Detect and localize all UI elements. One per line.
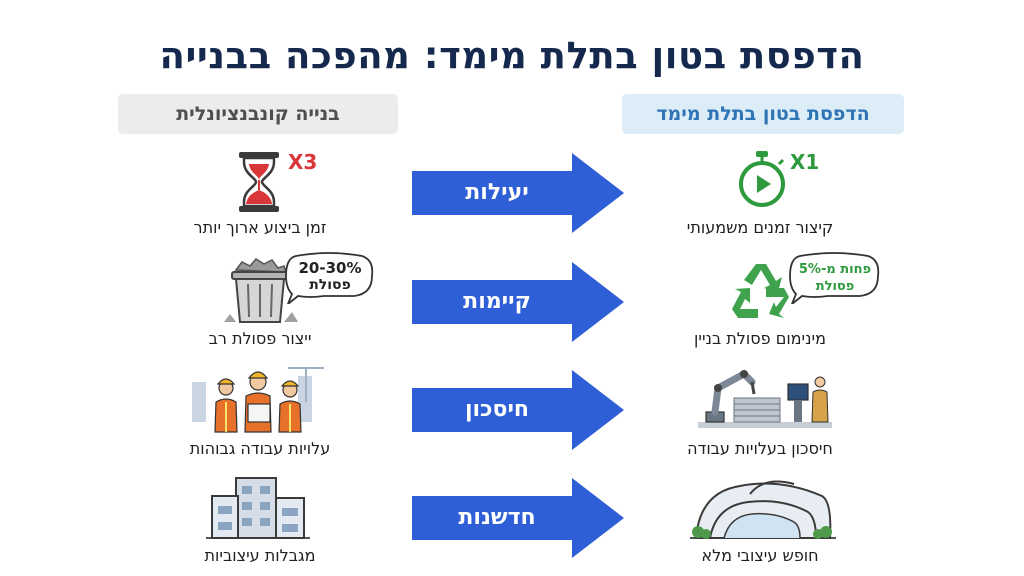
row3-left-label: עלויות עבודה גבוהות: [189, 439, 331, 458]
row1-left-label: זמן ביצוע ארוך יותר: [193, 218, 327, 237]
conventional-header: בנייה קונבנציונלית: [118, 94, 398, 134]
row4-right-label: חופש עיצובי מלא: [701, 546, 819, 565]
left-waste-word: פסולת: [309, 277, 351, 293]
hourglass-icon: [239, 152, 279, 212]
arrow-savings: [412, 370, 624, 450]
category-innovation: חדשנות: [458, 505, 536, 530]
waste-speech-bubble-right: [789, 252, 880, 304]
arrow-efficiency: [412, 153, 624, 233]
robotic-arm-printer-icon: [698, 369, 832, 428]
stopwatch-icon: [739, 151, 785, 207]
time-multiplier-left: X3: [288, 150, 318, 174]
row2-right-label: מינימום פסולת בניין: [694, 329, 826, 348]
row4-left-label: מגבלות עיצוביות: [204, 546, 316, 565]
row2-left-label: ייצור פסולת רב: [208, 329, 312, 348]
arrow-innovation: [412, 478, 624, 558]
waste-speech-bubble-left: [285, 252, 374, 304]
trash-can-icon: [224, 258, 298, 323]
category-savings: חיסכון: [464, 397, 530, 422]
category-sustainability: קיימות: [463, 289, 531, 314]
left-waste-percent: 20-30%: [298, 259, 362, 277]
page-title: הדפסת בטון בתלת מימד: מהפכה בבנייה: [159, 34, 865, 77]
right-waste-word: פסולת: [815, 279, 855, 294]
boxy-building-icon: [206, 477, 310, 539]
curved-building-icon: [690, 480, 836, 539]
category-efficiency: יעילות: [465, 180, 529, 205]
recycle-icon: [732, 264, 789, 318]
time-multiplier-right: X1: [790, 150, 820, 174]
3d-printing-header: הדפסת בטון בתלת מימד: [622, 94, 904, 134]
row1-right-label: קיצור זמנים משמעותי: [686, 218, 834, 237]
right-waste-percent: פחות מ-5%: [798, 262, 872, 277]
row3-right-label: חיסכון בעלויות עבודה: [687, 439, 833, 458]
arrow-sustainability: [412, 262, 624, 342]
construction-workers-icon: [192, 367, 324, 433]
